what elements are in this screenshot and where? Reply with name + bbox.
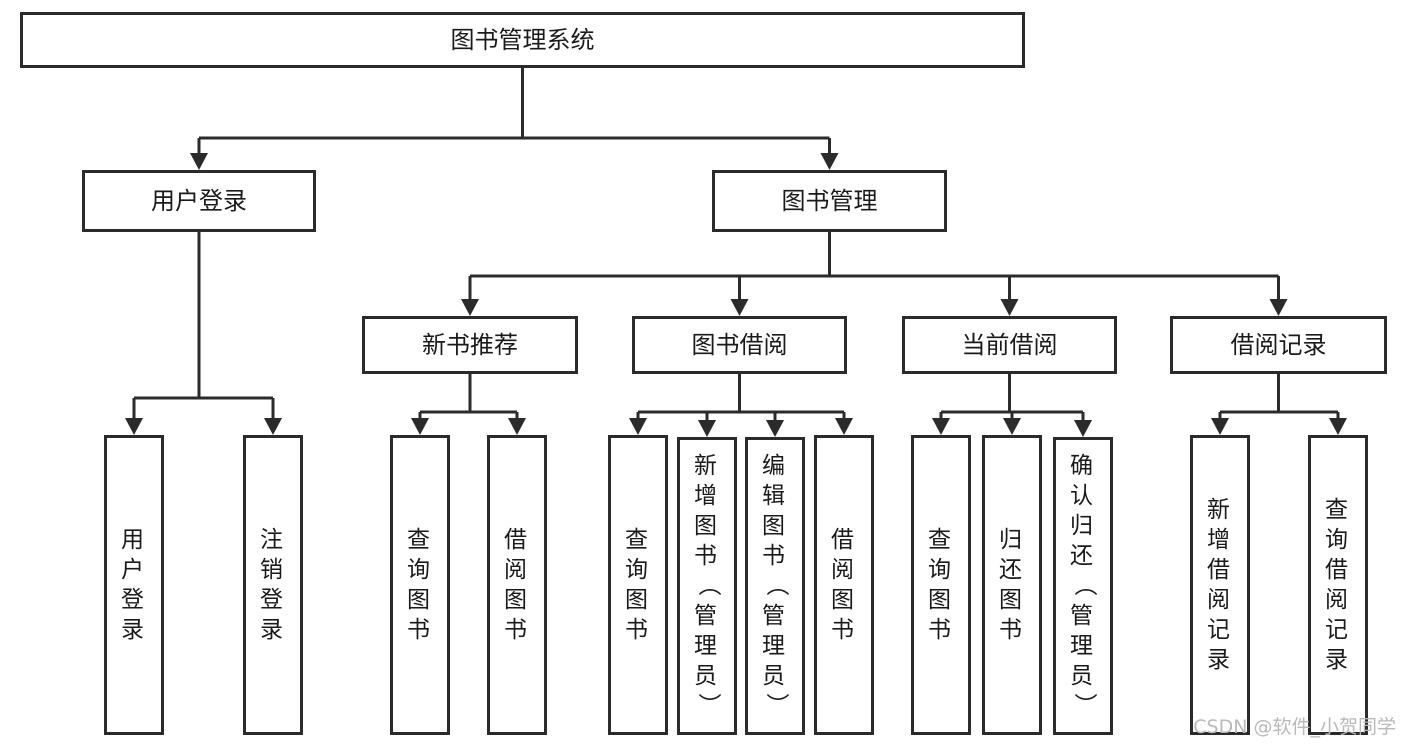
bookmanage-to-level3-arrow-0 — [461, 299, 479, 316]
node-leaf-record-add-box — [1190, 435, 1250, 735]
node-leaf-rec-borrow[interactable]: 借阅图书 — [487, 435, 547, 735]
user-login-to-leaves-arrow-0 — [125, 418, 143, 435]
node-leaf-borrow-edit[interactable]: 编辑图书（管理员） — [745, 437, 805, 735]
node-new-book-rec-label: 新书推荐 — [422, 331, 518, 359]
book-borrow-to-leaves-arrow-2 — [766, 420, 784, 437]
node-leaf-borrow-edit-label: 编辑图书（管理员） — [762, 453, 790, 719]
node-leaf-rec-borrow-box — [487, 435, 547, 735]
node-current-borrow-box — [902, 316, 1117, 374]
node-book-borrow-label: 图书借阅 — [692, 331, 788, 359]
node-leaf-current-return-box — [982, 435, 1042, 735]
node-book-borrow[interactable]: 图书借阅 — [632, 316, 847, 374]
bookmanage-to-level3-arrow-2 — [1000, 299, 1019, 316]
node-leaf-user-logout-box — [243, 435, 303, 735]
node-root-box — [20, 12, 1025, 68]
node-book-manage[interactable]: 图书管理 — [712, 170, 947, 232]
node-leaf-borrow-add[interactable]: 新增图书（管理员） — [677, 437, 737, 735]
node-leaf-record-add-label: 新增借阅记录 — [1207, 497, 1233, 673]
node-leaf-user-logout[interactable]: 注销登录 — [243, 435, 303, 735]
nodes-layer: 图书管理系统用户登录图书管理新书推荐图书借阅当前借阅借阅记录用户登录注销登录查询… — [20, 12, 1387, 735]
node-leaf-current-return-label: 归还图书 — [999, 527, 1025, 643]
node-borrow-record-label: 借阅记录 — [1231, 331, 1327, 359]
node-borrow-record[interactable]: 借阅记录 — [1170, 316, 1387, 374]
book-borrow-to-leaves-arrow-3 — [835, 418, 853, 435]
node-new-book-rec[interactable]: 新书推荐 — [362, 316, 578, 374]
node-leaf-record-query-box — [1308, 435, 1368, 735]
node-leaf-rec-query-label: 查询图书 — [407, 527, 433, 643]
node-leaf-borrow-lend-label: 借阅图书 — [831, 527, 857, 643]
node-current-borrow[interactable]: 当前借阅 — [902, 316, 1117, 374]
book-borrow-to-leaves-arrow-1 — [698, 420, 716, 437]
user-login-to-leaves-arrow-1 — [264, 418, 282, 435]
node-user-login-label: 用户登录 — [151, 187, 247, 215]
node-book-borrow-box — [632, 316, 847, 374]
csdn-watermark: CSDN @软件_小贺同学 — [1193, 716, 1396, 738]
node-borrow-record-box — [1170, 316, 1387, 374]
node-leaf-rec-query[interactable]: 查询图书 — [390, 435, 450, 735]
node-leaf-user-logout-label: 注销登录 — [260, 527, 286, 643]
book-borrow-to-leaves-arrow-0 — [629, 418, 647, 435]
node-leaf-borrow-query-box — [608, 435, 668, 735]
node-leaf-borrow-query[interactable]: 查询图书 — [608, 435, 668, 735]
node-leaf-rec-borrow-label: 借阅图书 — [504, 527, 530, 643]
node-leaf-user-login[interactable]: 用户登录 — [104, 435, 164, 735]
bookmanage-to-level3-arrow-1 — [730, 299, 749, 316]
current-borrow-to-leaves-arrow-0 — [932, 418, 950, 435]
node-leaf-record-add[interactable]: 新增借阅记录 — [1190, 435, 1250, 735]
root-to-level2-arrow-0 — [190, 153, 208, 170]
node-book-manage-label: 图书管理 — [782, 187, 878, 215]
node-leaf-user-login-label: 用户登录 — [121, 527, 147, 643]
node-leaf-current-query-box — [911, 435, 971, 735]
edges-layer — [125, 68, 1347, 437]
node-leaf-current-confirm-label: 确认归还（管理员） — [1070, 453, 1098, 719]
node-leaf-current-query-label: 查询图书 — [928, 527, 954, 643]
node-leaf-borrow-add-box — [677, 437, 737, 735]
node-leaf-borrow-lend-box — [814, 435, 874, 735]
node-leaf-user-login-box — [104, 435, 164, 735]
node-leaf-borrow-lend[interactable]: 借阅图书 — [814, 435, 874, 735]
node-leaf-current-query[interactable]: 查询图书 — [911, 435, 971, 735]
node-root[interactable]: 图书管理系统 — [20, 12, 1025, 68]
new-book-rec-to-leaves-arrow-1 — [508, 418, 526, 435]
current-borrow-to-leaves-arrow-1 — [1003, 418, 1021, 435]
current-borrow-to-leaves-arrow-2 — [1074, 420, 1092, 437]
node-leaf-current-confirm[interactable]: 确认归还（管理员） — [1053, 437, 1113, 735]
node-leaf-borrow-add-label: 新增图书（管理员） — [694, 453, 722, 719]
node-new-book-rec-box — [362, 316, 578, 374]
node-leaf-record-query-label: 查询借阅记录 — [1325, 497, 1351, 673]
node-leaf-borrow-query-label: 查询图书 — [625, 527, 651, 643]
node-root-label: 图书管理系统 — [451, 26, 595, 54]
borrow-record-to-leaves-arrow-1 — [1329, 418, 1347, 435]
node-book-manage-box — [712, 170, 947, 232]
node-leaf-rec-query-box — [390, 435, 450, 735]
node-user-login[interactable]: 用户登录 — [82, 170, 316, 232]
node-current-borrow-label: 当前借阅 — [962, 331, 1058, 359]
node-leaf-current-return[interactable]: 归还图书 — [982, 435, 1042, 735]
node-leaf-current-confirm-box — [1053, 437, 1113, 735]
node-leaf-record-query[interactable]: 查询借阅记录 — [1308, 435, 1368, 735]
node-user-login-box — [82, 170, 316, 232]
new-book-rec-to-leaves-arrow-0 — [411, 418, 429, 435]
node-leaf-borrow-edit-box — [745, 437, 805, 735]
bookmanage-to-level3-arrow-3 — [1269, 299, 1288, 316]
borrow-record-to-leaves-arrow-0 — [1211, 418, 1229, 435]
root-to-level2-arrow-1 — [820, 153, 839, 170]
